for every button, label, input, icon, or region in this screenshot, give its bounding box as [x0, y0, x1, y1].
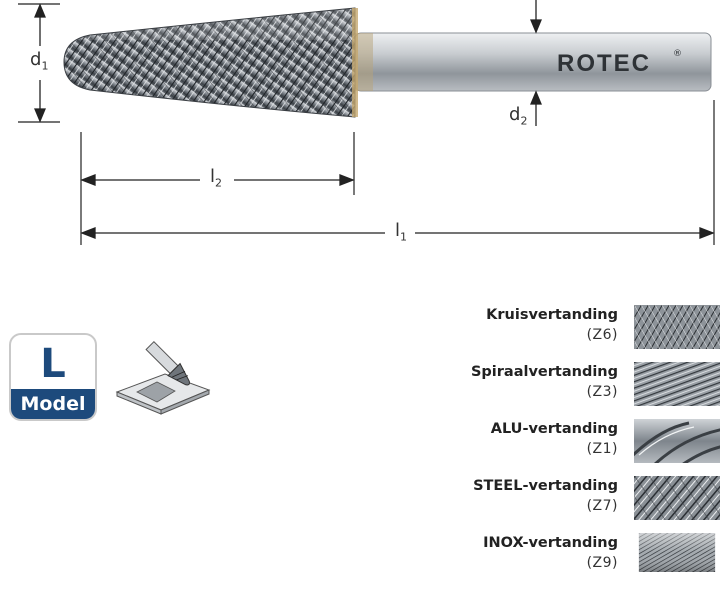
l2-label: l2 — [210, 166, 223, 190]
cut-name: ALU-vertanding — [490, 421, 618, 437]
cut-code: (Z3) — [586, 384, 618, 400]
model-word: Model — [11, 389, 95, 419]
cut-row-inox-vertanding: INOX-vertanding (Z9) — [440, 533, 720, 589]
cut-name: INOX-vertanding — [483, 535, 618, 551]
cut-name: STEEL-vertanding — [473, 478, 618, 494]
registered-mark: ® — [673, 49, 682, 59]
cut-name: Kruisvertanding — [486, 307, 618, 323]
brand-logo: ROTEC — [557, 50, 651, 77]
l2-dimension-line — [80, 174, 355, 186]
spiral-cut-swatch — [634, 362, 720, 406]
extension-lines — [80, 100, 715, 245]
d2-label: d2 — [509, 104, 528, 128]
cut-code: (Z9) — [586, 555, 618, 571]
l1-dimension-line — [80, 227, 715, 239]
cut-row-steel-vertanding: STEEL-vertanding (Z7) — [440, 476, 720, 532]
cut-code: (Z1) — [586, 441, 618, 457]
model-badge: L Model — [9, 333, 97, 421]
cross-cut-swatch — [634, 305, 720, 349]
l1-label: l1 — [395, 220, 408, 244]
d2-dimension-line — [530, 0, 542, 126]
burr-cutting-head — [63, 7, 358, 118]
cut-code: (Z7) — [586, 498, 618, 514]
burr-technical-drawing: ROTEC ® — [18, 0, 715, 245]
cut-row-alu-vertanding: ALU-vertanding (Z1) — [440, 419, 720, 475]
burr-shank — [354, 32, 712, 92]
d1-label: d1 — [30, 49, 49, 73]
steel-cut-swatch — [634, 476, 720, 520]
d1-dimension-line — [18, 3, 60, 123]
alu-cut-swatch — [634, 419, 720, 463]
cut-row-kruisvertanding: Kruisvertanding (Z6) — [440, 305, 720, 361]
cut-code: (Z6) — [586, 327, 618, 343]
cut-row-spiraalvertanding: Spiraalvertanding (Z3) — [440, 362, 720, 418]
cut-name: Spiraalvertanding — [470, 364, 618, 380]
inox-cut-swatch — [638, 533, 716, 572]
application-burr-icon — [115, 340, 211, 415]
model-letter: L — [40, 341, 66, 387]
